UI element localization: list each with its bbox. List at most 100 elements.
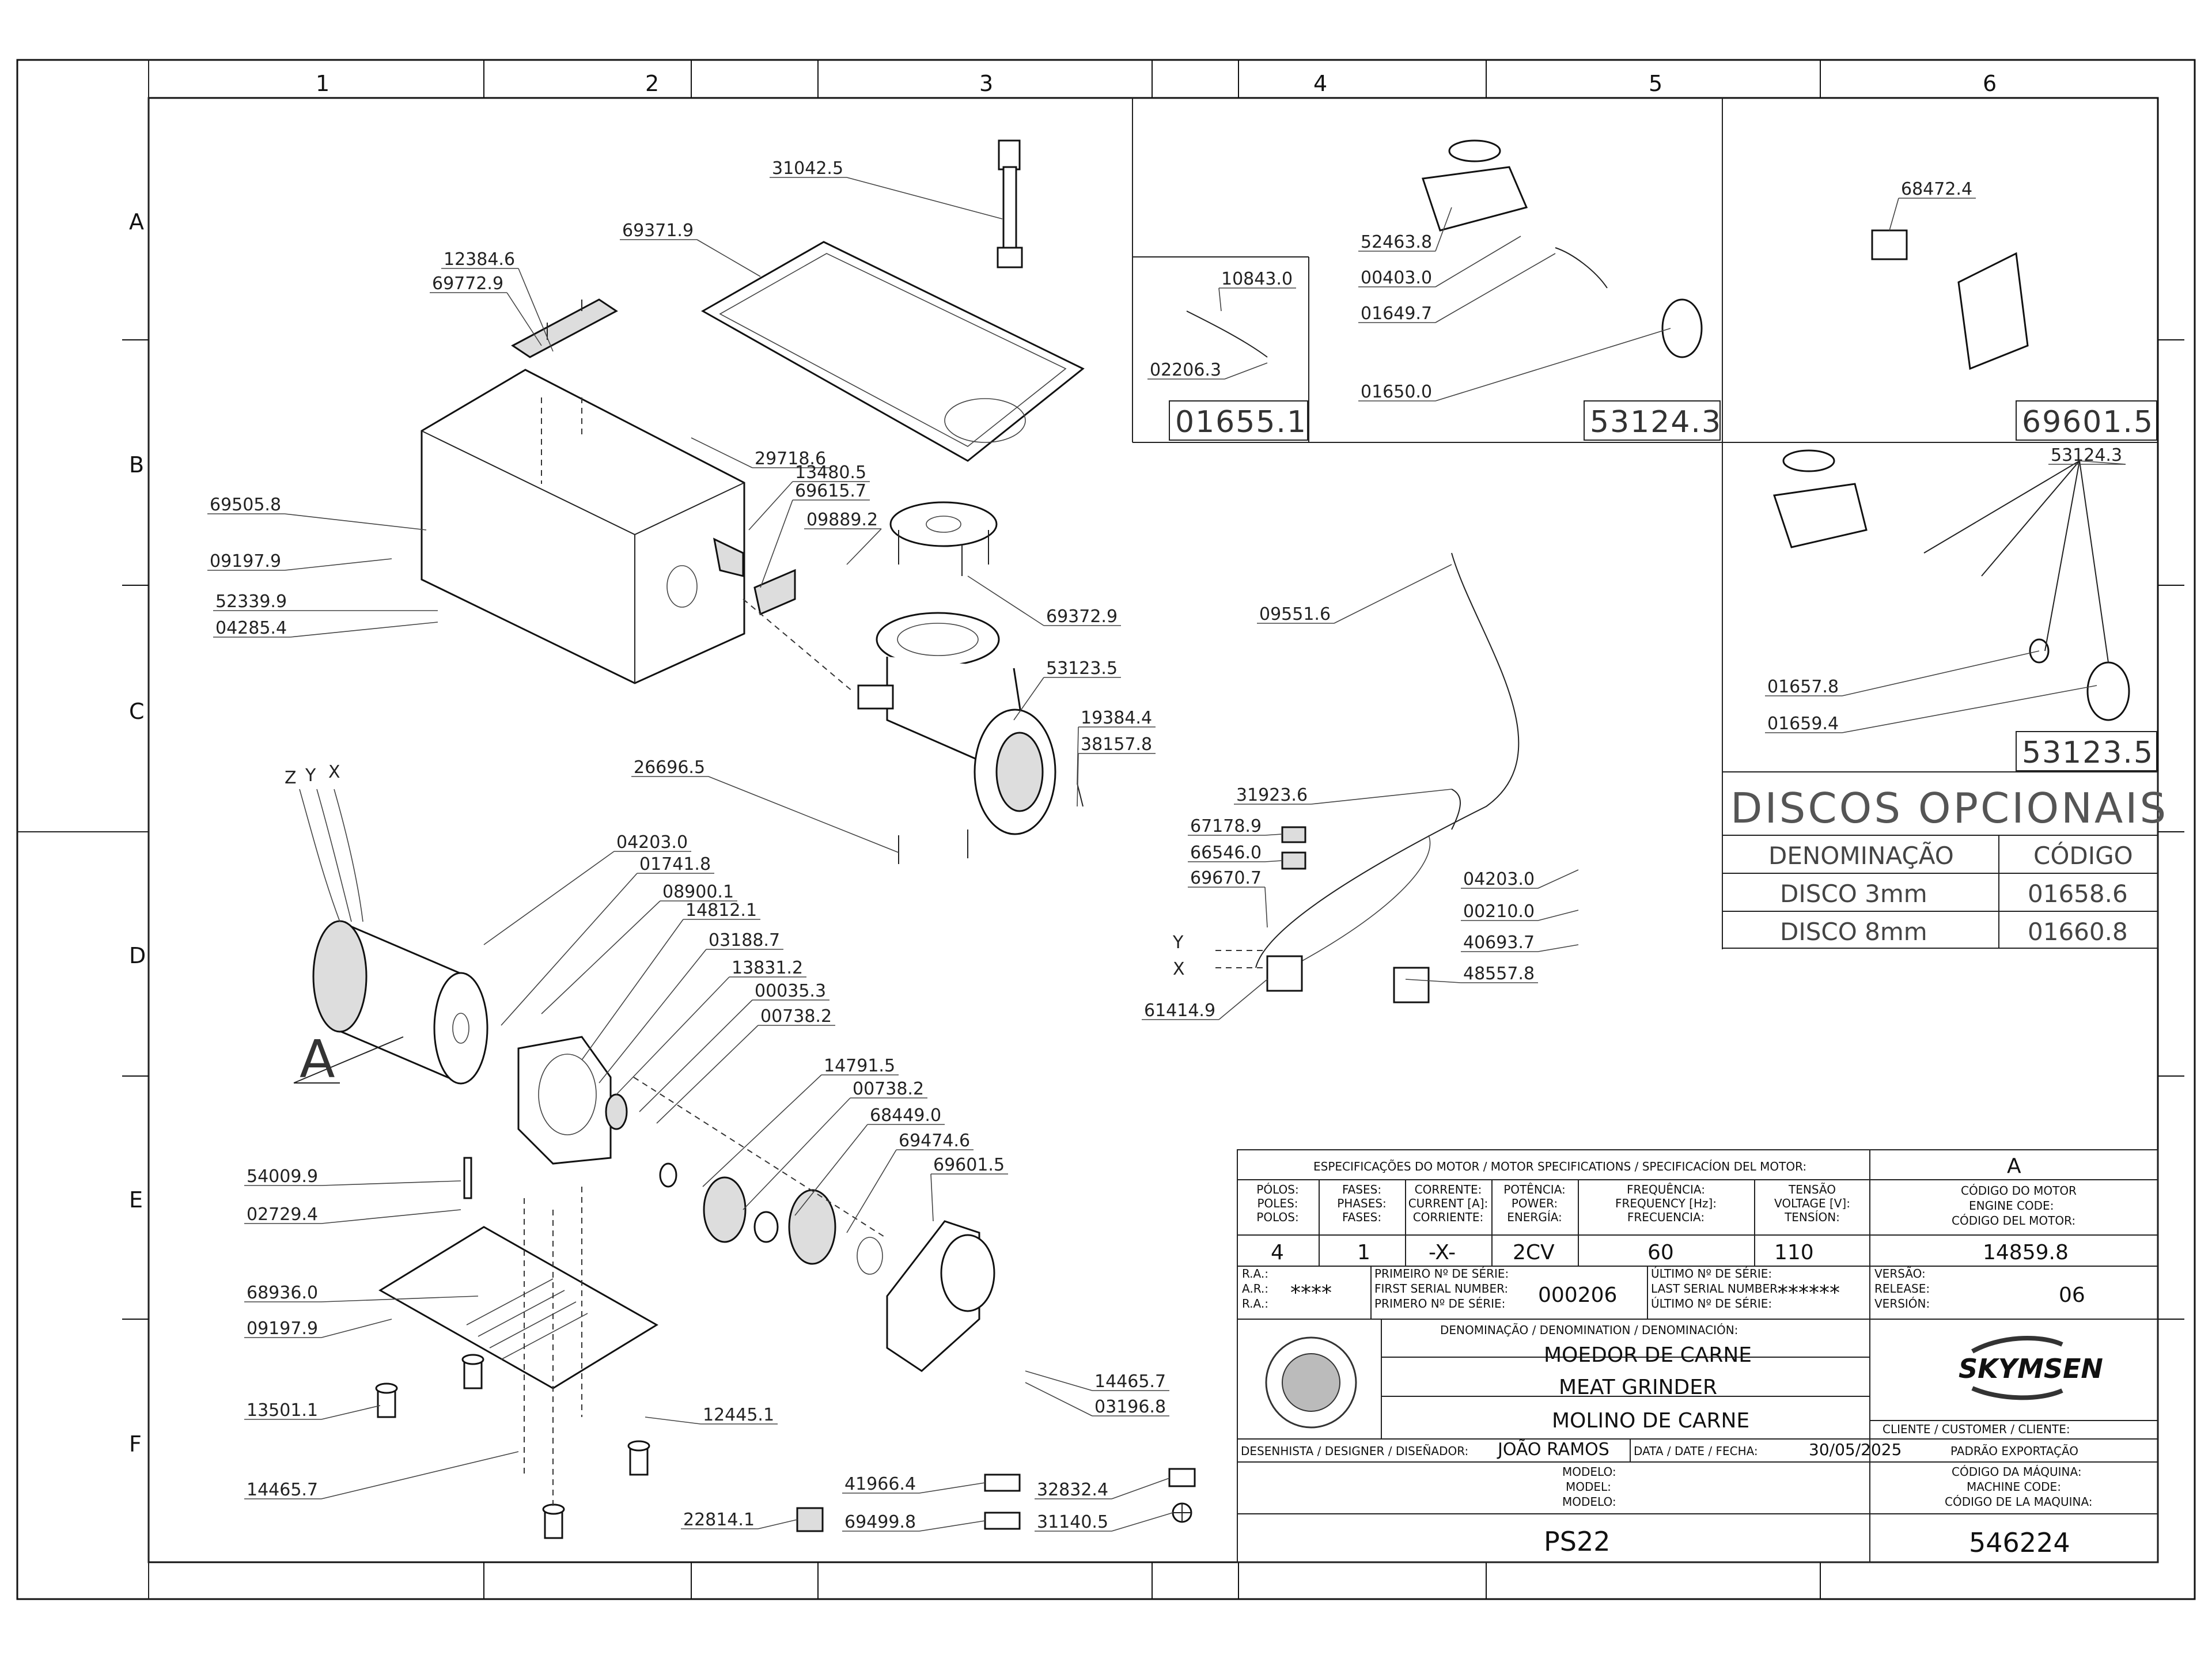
- spec-header-label: POLOS:: [1256, 1210, 1298, 1224]
- callout-02729-4: 02729.4: [247, 1205, 318, 1225]
- ra-label-1: R.A.:: [1242, 1267, 1268, 1281]
- grid-row-e: E: [129, 1187, 143, 1213]
- callout-67178-9: 67178.9: [1190, 816, 1262, 836]
- callout-54009-9: 54009.9: [247, 1166, 318, 1187]
- callout-leader: [321, 1451, 519, 1499]
- spec-header-label: PÓLOS:: [1256, 1183, 1298, 1196]
- pusher-part: [997, 139, 1023, 268]
- callout-leader: [656, 1025, 759, 1124]
- callout-14465-7: 14465.7: [247, 1480, 318, 1500]
- spec-header-label: CURRENT [A]:: [1408, 1196, 1488, 1210]
- model-label-1: MODELO:: [1562, 1465, 1616, 1479]
- callout-leader: [1218, 287, 1222, 312]
- callout-01741-8: 01741.8: [639, 854, 711, 874]
- grid-col-1: 1: [316, 71, 329, 96]
- callout-31140-5: 31140.5: [1037, 1512, 1108, 1532]
- inset-2-code: 53124.3: [1590, 405, 1722, 440]
- callout-leader: [581, 919, 684, 1060]
- wire-label-y2: Y: [1172, 933, 1184, 953]
- spec-voltage: 110: [1774, 1241, 1814, 1264]
- callout-leader: [1264, 834, 1283, 836]
- callout-31042-5: 31042.5: [772, 158, 843, 179]
- grid-row-c: C: [129, 699, 145, 724]
- brand-logo: SKYMSEN: [1959, 1335, 2103, 1400]
- callout-leader: [1224, 362, 1268, 380]
- callout-leader: [708, 776, 899, 853]
- first-serial-label-1: PRIMEIRO Nº DE SÉRIE:: [1374, 1267, 1509, 1281]
- gears: [605, 1093, 883, 1275]
- callout-09889-2: 09889.2: [806, 510, 878, 530]
- callout-12445-1: 12445.1: [703, 1405, 774, 1425]
- part-illustrations: A Z Y X Y X: [285, 139, 2130, 1539]
- callout-08900-1: 08900.1: [662, 882, 734, 902]
- callout-03188-7: 03188.7: [709, 930, 780, 950]
- callout-leader: [284, 513, 427, 531]
- callout-leader: [1264, 887, 1268, 928]
- spec-header-label: TENSÃO: [1788, 1183, 1836, 1196]
- wire-label-x2: X: [1173, 959, 1185, 979]
- callout-leader: [1842, 685, 2097, 733]
- spec-header-label: CORRIENTE:: [1413, 1210, 1484, 1224]
- designer: JOÃO RAMOS: [1497, 1439, 1609, 1460]
- callout-leader: [321, 1296, 479, 1302]
- inset-1-code: 01655.1: [1175, 405, 1307, 440]
- callout-14791-5: 14791.5: [824, 1056, 895, 1076]
- disc-row-1-code: 01658.6: [2028, 880, 2128, 908]
- callout-leader: [846, 1149, 897, 1233]
- callout-leader: [1310, 789, 1452, 805]
- callout-69670-7: 69670.7: [1190, 868, 1262, 888]
- inset-frames: 01655.1 53124.3 69601.5 53123.5: [1132, 98, 2158, 949]
- callout-leader: [1218, 979, 1268, 1020]
- grid-row-f: F: [129, 1431, 142, 1457]
- model-label-2: MODEL:: [1566, 1480, 1611, 1494]
- callout-leader: [321, 1319, 392, 1338]
- callout-22814-1: 22814.1: [683, 1510, 755, 1530]
- callout-leader: [757, 1519, 798, 1529]
- callout-13831-2: 13831.2: [732, 958, 803, 978]
- callout-00738-2: 00738.2: [853, 1079, 924, 1099]
- callout-leader: [1111, 1512, 1173, 1532]
- callout-leader: [518, 268, 554, 352]
- version-label-1: VERSÃO:: [1874, 1267, 1926, 1281]
- grid-row-a: A: [129, 209, 144, 234]
- callout-10843-0: 10843.0: [1221, 269, 1293, 289]
- grid-row-d: D: [129, 943, 146, 968]
- callout-02206-3: 02206.3: [1150, 360, 1221, 380]
- callout-01649-7: 01649.7: [1361, 304, 1432, 324]
- engine-code-label-1: CÓDIGO DO MOTOR: [1961, 1184, 2077, 1198]
- designer-label: DESENHISTA / DESIGNER / DISEÑADOR:: [1241, 1444, 1468, 1458]
- name-es: MOLINO DE CARNE: [1552, 1409, 1749, 1433]
- callout-leader: [1077, 726, 1079, 784]
- callout-leader: [1025, 1382, 1093, 1416]
- callout-69474-6: 69474.6: [899, 1131, 970, 1151]
- callout-01650-0: 01650.0: [1361, 382, 1432, 402]
- inset-4-code: 53123.5: [2022, 736, 2154, 770]
- callout-52339-9: 52339.9: [215, 592, 287, 612]
- callout-leader: [702, 1074, 822, 1187]
- callout-68449-0: 68449.0: [870, 1105, 941, 1126]
- spec-header-label: FRECUENCIA:: [1627, 1210, 1705, 1224]
- brand-name: SKYMSEN: [1959, 1353, 2103, 1384]
- callout-leader: [321, 1209, 461, 1224]
- callout-leader: [1435, 207, 1452, 252]
- callout-69772-9: 69772.9: [432, 274, 503, 294]
- callout-leader: [930, 1173, 934, 1222]
- callout-69615-7: 69615.7: [795, 481, 866, 501]
- date-label: DATA / DATE / FECHA:: [1634, 1444, 1758, 1458]
- callout-leader: [1013, 677, 1044, 721]
- callout-leader: [919, 1520, 986, 1532]
- callout-leader: [1435, 328, 1671, 402]
- spec-header-label: ENERGÍA:: [1507, 1210, 1562, 1224]
- assembly-centerlines: [524, 397, 888, 1509]
- callout-09197-9: 09197.9: [247, 1319, 318, 1339]
- callout-14812-1: 14812.1: [685, 900, 757, 921]
- version: 06: [2059, 1283, 2085, 1307]
- version-label-3: VERSIÓN:: [1874, 1297, 1930, 1310]
- callout-61414-9: 61414.9: [1144, 1001, 1215, 1021]
- engine-letter: A: [2007, 1154, 2021, 1178]
- callout-19384-4: 19384.4: [1081, 708, 1152, 728]
- callout-leader: [599, 949, 707, 1084]
- callout-53124-3: 53124.3: [2051, 445, 2122, 465]
- callout-leader: [483, 851, 615, 945]
